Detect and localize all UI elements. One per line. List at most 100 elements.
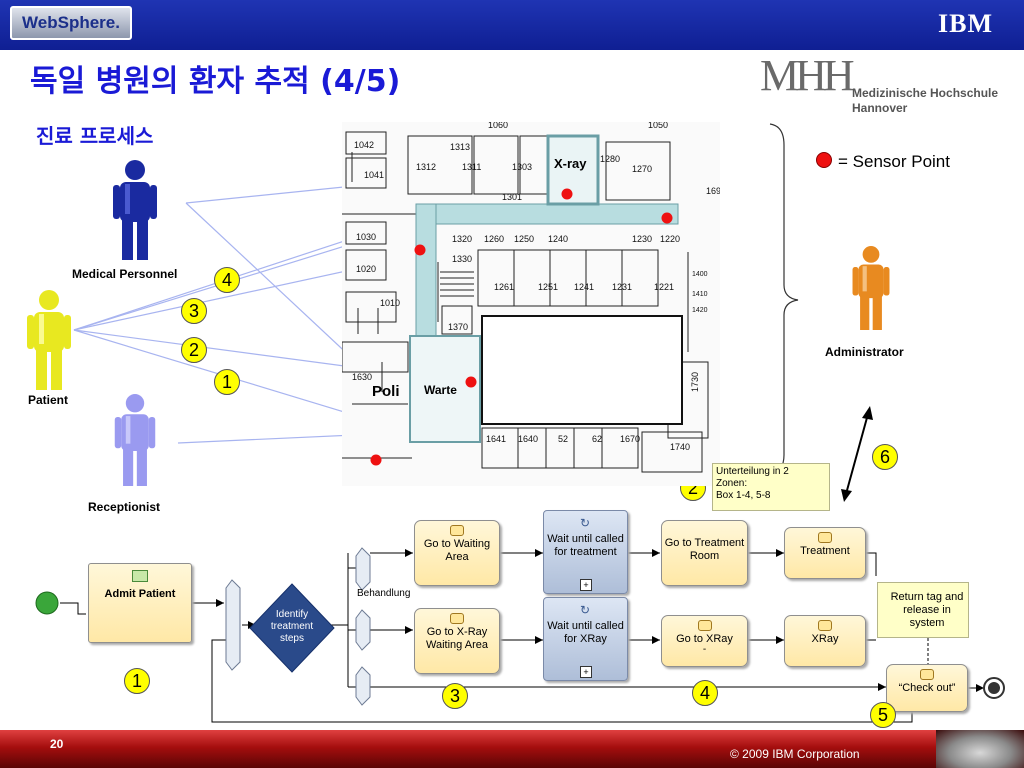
room-label: 1740	[670, 442, 690, 452]
room-label: 62	[592, 434, 602, 444]
room-label: 1320	[452, 234, 472, 244]
websphere-logo: WebSphere.	[10, 6, 132, 40]
sensor-point	[561, 188, 573, 200]
sensor-point	[465, 376, 477, 388]
room-label: 1010	[380, 298, 400, 308]
room-label: 1240	[548, 234, 568, 244]
admit-patient-label: Admit Patient	[104, 588, 176, 600]
go-xray-waiting-label: Go to X-Ray Waiting Area	[426, 626, 488, 651]
go-waiting-label: Go to Waiting Area	[423, 538, 491, 563]
start-event	[35, 591, 59, 615]
go-waiting-area-task[interactable]: Go to Waiting Area	[414, 520, 500, 586]
patient-label: Patient	[28, 393, 69, 407]
page-subtitle: 진료 프로세스	[36, 124, 154, 148]
process-marker-4: 4	[692, 680, 718, 706]
task-icon	[818, 532, 832, 543]
wait-icon: ↻	[580, 603, 591, 617]
process-marker-5: 5	[870, 702, 896, 728]
room-label: 1330	[452, 254, 472, 264]
mhh-logo: MHH	[760, 51, 855, 100]
room-label: 1420	[692, 307, 708, 314]
sensor-point	[661, 212, 673, 224]
room-label: 1230	[632, 234, 652, 244]
treatment-task[interactable]: Treatment	[784, 527, 866, 579]
sensor-point-icon	[816, 152, 832, 168]
room-label: 1313	[450, 142, 470, 152]
room-label: 1312	[416, 162, 436, 172]
room-label: 1020	[356, 264, 376, 274]
return-tag-label: Return tag and release in system	[890, 591, 964, 629]
task-icon	[818, 620, 832, 631]
step-marker-2: 2	[181, 337, 207, 363]
note-line2: Zonen:	[716, 478, 748, 489]
room-label: 1260	[484, 234, 504, 244]
process-marker-3: 3	[442, 683, 468, 709]
sensor-point	[370, 454, 382, 466]
identify-gateway	[249, 583, 335, 673]
receptionist-label: Receptionist	[88, 500, 161, 514]
medical-personnel-label: Medical Personnel	[72, 267, 178, 281]
step-marker-4: 4	[214, 267, 240, 293]
task-icon	[450, 613, 464, 624]
mhh-name: Medizinische Hochschule Hannover	[852, 86, 998, 116]
mhh-name-line2: Hannover	[852, 101, 908, 115]
sensor-legend: = Sensor Point	[816, 152, 950, 172]
room-label: 1301	[502, 192, 522, 202]
room-label: 1311	[462, 162, 481, 172]
treatment-label: Treatment	[800, 545, 850, 557]
administrator-label: Administrator	[825, 345, 904, 359]
floor-plan-drawing: 1042 1313 1312 1311 1303 1270 1041 1301 …	[342, 122, 720, 473]
process-marker-1: 1	[124, 668, 150, 694]
admin-marker-6: 6	[872, 444, 898, 470]
identify-label: Identify treatment steps	[270, 609, 314, 644]
room-label: 169	[706, 186, 720, 196]
xray-task[interactable]: XRay	[784, 615, 866, 667]
task-icon	[697, 620, 712, 631]
wait-xray-task[interactable]: ↻ Wait until called for XRay +	[543, 597, 628, 681]
check-out-task[interactable]: “Check out”	[886, 664, 968, 712]
room-label: 1060	[488, 122, 508, 130]
floor-plan: 1042 1313 1312 1311 1303 1270 1041 1301 …	[342, 122, 720, 486]
page-number: 20	[50, 737, 64, 751]
room-label: 1042	[354, 140, 374, 150]
room-label: 1303	[512, 162, 532, 172]
room-label: 52	[558, 434, 568, 444]
wait-treatment-task[interactable]: ↻ Wait until called for treatment +	[543, 510, 628, 594]
go-xray-waiting-task[interactable]: Go to X-Ray Waiting Area	[414, 608, 500, 674]
room-label: 1410	[692, 291, 708, 298]
go-xray-task[interactable]: Go to XRay -	[661, 615, 748, 667]
expand-icon[interactable]: +	[580, 666, 592, 678]
room-label: 1221	[654, 282, 674, 292]
go-xray-label: Go to XRay	[676, 633, 733, 645]
room-label: 1231	[612, 282, 632, 292]
check-out-label: “Check out”	[898, 682, 956, 694]
step-marker-1: 1	[214, 369, 240, 395]
room-label: 1370	[448, 322, 468, 332]
task-icon	[920, 669, 934, 680]
room-label: 1241	[574, 282, 594, 292]
room-label: 1280	[600, 154, 620, 164]
expand-icon[interactable]: +	[580, 579, 592, 591]
room-label: 1630	[352, 372, 372, 382]
go-treatment-room-label: Go to Treatment Room	[664, 537, 745, 562]
room-label: 1730	[690, 372, 700, 392]
room-label: 1270	[632, 164, 652, 174]
behandlung-label: Behandlung	[357, 588, 411, 599]
room-label: 1030	[356, 232, 376, 242]
wait-xray-label: Wait until called for XRay	[547, 620, 624, 645]
footer-bar	[0, 730, 1024, 768]
patient-icon	[27, 290, 71, 390]
administrator-icon	[852, 246, 890, 330]
room-label: 1640	[518, 434, 538, 444]
wait-icon: ↻	[580, 516, 591, 530]
room-label: 1041	[364, 170, 384, 180]
medical-personnel-icon	[113, 160, 157, 260]
return-tag-note: Return tag and release in system	[877, 582, 969, 638]
wait-treatment-label: Wait until called for treatment	[547, 533, 624, 558]
admit-patient-task[interactable]: Admit Patient	[88, 563, 192, 643]
room-label: 1261	[494, 282, 514, 292]
go-treatment-room-task[interactable]: Go to Treatment Room	[661, 520, 748, 586]
room-label: 1641	[486, 434, 506, 444]
mhh-name-line1: Medizinische Hochschule	[852, 86, 999, 100]
